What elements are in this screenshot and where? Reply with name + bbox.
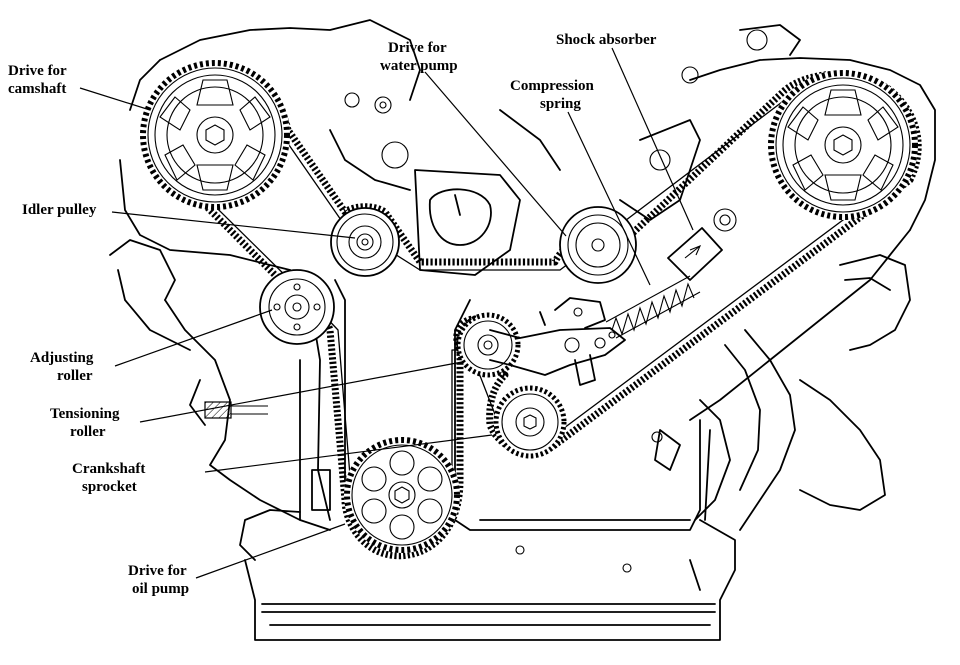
label-water-pump-2: water pump <box>380 58 458 74</box>
pulley-icon <box>455 312 521 378</box>
label-water-pump-1: Drive for <box>388 40 447 56</box>
spring-icon <box>605 275 701 339</box>
gear-icon <box>768 70 918 220</box>
tensioner-arm <box>489 297 626 386</box>
label-idler-pulley: Idler pulley <box>22 202 97 218</box>
pulley-icon <box>559 206 637 284</box>
label-tensioning-1: Tensioning <box>50 406 120 422</box>
label-oil-pump-2: oil pump <box>132 581 189 597</box>
label-camshaft-drive-2: camshaft <box>8 81 66 97</box>
label-oil-pump-1: Drive for <box>128 563 187 579</box>
pulley-icon <box>330 207 400 277</box>
leader-lines <box>79 47 694 579</box>
label-crankshaft-1: Crankshaft <box>72 461 145 477</box>
label-compression-1: Compression <box>510 78 595 94</box>
shock-absorber <box>667 208 737 281</box>
labels: Drive for camshaft Drive for water pump … <box>8 32 657 597</box>
label-shock-absorber: Shock absorber <box>556 32 657 48</box>
gear-icon <box>140 60 290 210</box>
label-tensioning-2: roller <box>70 424 106 440</box>
label-camshaft-drive-1: Drive for <box>8 63 67 79</box>
gear-icon <box>344 437 460 553</box>
label-compression-2: spring <box>540 96 581 112</box>
label-adjusting-1: Adjusting <box>30 350 94 366</box>
gear-icon <box>493 385 567 459</box>
pulley-icon <box>259 269 335 345</box>
label-adjusting-2: roller <box>57 368 93 384</box>
label-crankshaft-2: sprocket <box>82 479 137 495</box>
